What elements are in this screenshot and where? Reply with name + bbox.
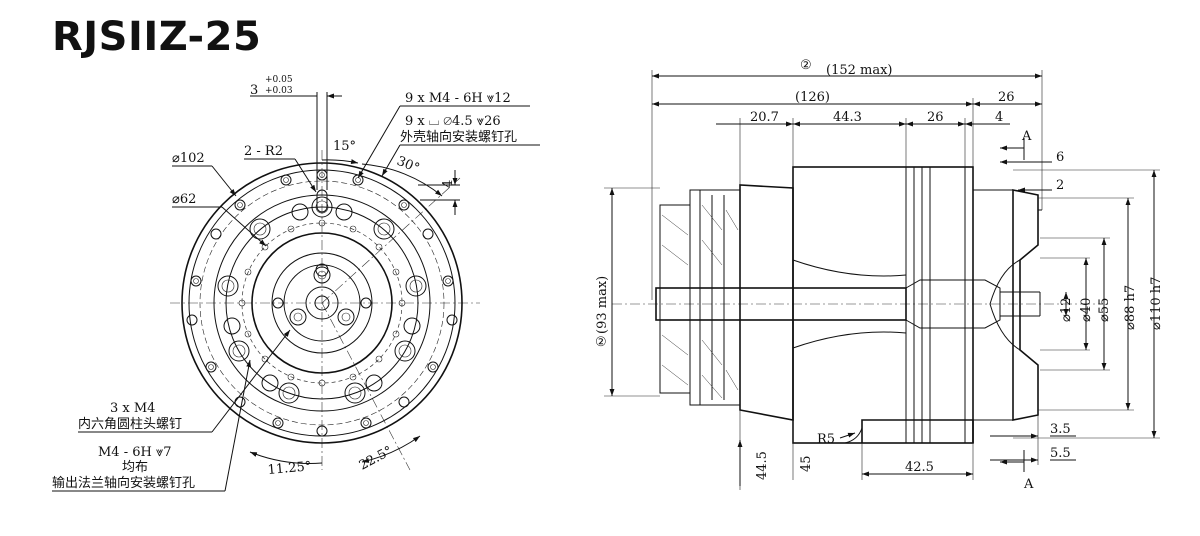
hub-screws (272, 263, 372, 326)
angle-1125-label: 11.25° (267, 459, 312, 478)
outer-housing-circle (181, 162, 463, 444)
circle-2-left: ② (595, 335, 607, 350)
dia-110-label: ⌀110 h7 (1149, 277, 1164, 330)
len-6-label: 6 (1056, 150, 1064, 165)
circle-2-top: ② (800, 58, 812, 73)
r5-label: R5 (817, 432, 835, 447)
len-55-label: 5.5 (1050, 446, 1071, 461)
angle-225-label: 22.5° (357, 444, 395, 474)
screws-3x-label: 3 x M4 (110, 401, 155, 416)
angle-30-label: 30° (395, 154, 422, 177)
dia-40-label: ⌀40 (1079, 298, 1094, 322)
counterbore-holes (217, 196, 427, 404)
front-view: 3 +0.05 +0.03 9 x M4 - 6H ⩔12 9 x ⌴ ⌀4.5… (52, 75, 540, 492)
page-title: RJSIIZ-25 (52, 14, 262, 60)
m4-thread-label: M4 - 6H ⩔7 (98, 445, 172, 460)
len-45-label: 45 (799, 455, 814, 472)
r2-label: 2 - R2 (244, 144, 283, 159)
section-a-bottom: A (1023, 477, 1034, 492)
height-93-label: (93 max) (595, 276, 610, 334)
tol-lower: +0.03 (265, 86, 293, 96)
dim-3: 3 (250, 83, 258, 98)
len-152-label: (152 max) (826, 63, 893, 78)
len-4-label: 4 (995, 110, 1003, 125)
dim-4-label: 4 (441, 180, 456, 188)
len-26b-label: 26 (927, 110, 944, 125)
dia-62-label: ⌀62 (172, 192, 196, 207)
key-slot (316, 189, 328, 213)
dia-102-label: ⌀102 (172, 151, 205, 166)
flange-circle (251, 232, 393, 374)
section-a-top: A (1021, 129, 1032, 144)
len-35-label: 3.5 (1050, 422, 1071, 437)
dia-12-label: ⌀12 (1059, 298, 1074, 322)
screw-note: 内六角圆柱头螺钉 (78, 416, 182, 432)
len-26a-label: 26 (998, 90, 1015, 105)
len-126-label: (126) (795, 90, 830, 105)
len-425-label: 42.5 (905, 460, 934, 475)
dia-55-label: ⌀55 (1097, 298, 1112, 322)
cbore-9x-label: 9 x ⌴ ⌀4.5 ⩔26 (405, 114, 501, 129)
dia-88-label: ⌀88 h7 (1123, 285, 1138, 330)
tol-upper: +0.05 (265, 75, 293, 85)
side-view: ② (152 max) (126) 26 20.7 44.3 26 4 A A … (595, 58, 1164, 492)
len-445-label: 44.5 (755, 451, 770, 480)
len-2-label: 2 (1056, 178, 1064, 193)
angle-15-label: 15° (333, 139, 356, 154)
flange-note: 输出法兰轴向安装螺钉孔 (52, 475, 195, 491)
thread-9x-label: 9 x M4 - 6H ⩔12 (405, 91, 511, 106)
len-207-label: 20.7 (750, 110, 779, 125)
len-443-label: 44.3 (833, 110, 862, 125)
m4-small-holes (238, 219, 406, 387)
shell-note: 外壳轴向安装螺钉孔 (400, 129, 517, 145)
even-note: 均布 (122, 460, 148, 475)
